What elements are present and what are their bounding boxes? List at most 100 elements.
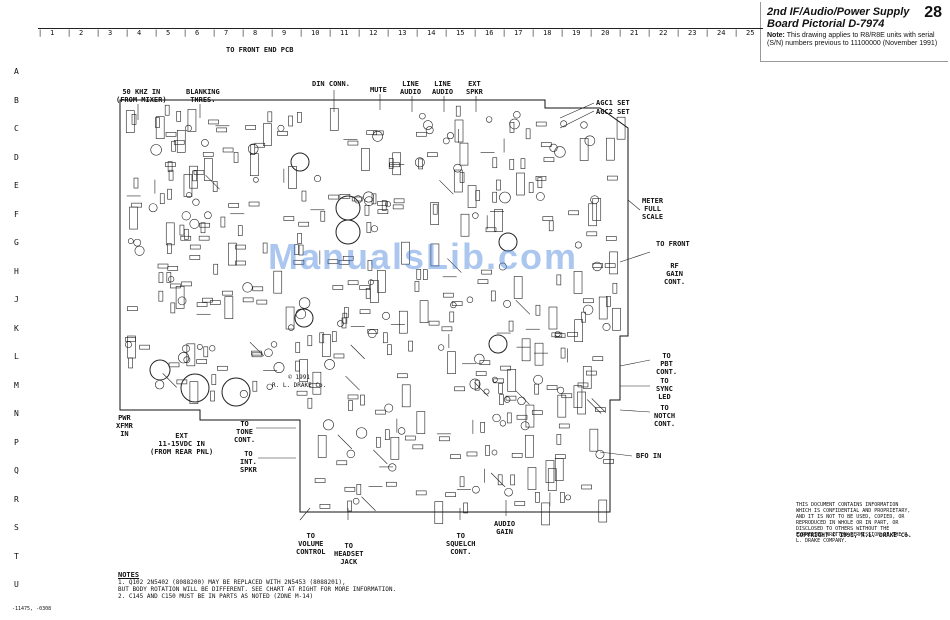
resistor [202,297,213,303]
capacitor [384,201,391,208]
capacitor [185,124,192,132]
capacitor [498,262,507,271]
column-label: 22 [659,29,668,37]
resistor [167,243,172,254]
resistor [228,203,239,208]
label-squelch: TO SQUELCH CONT. [446,532,476,556]
capacitor [298,297,311,309]
note-2: 2. C145 AND C150 MUST BE IN PARTS AS NOT… [118,593,314,600]
resistor [170,283,181,289]
capacitor [499,420,506,427]
label-line-audio-2: LINE AUDIO [432,80,454,96]
capacitor [322,419,334,431]
resistor [432,203,438,215]
resistor [383,332,388,344]
column-tick: | [125,29,130,37]
capacitor [192,198,200,206]
resistor [256,299,268,305]
resistor [166,272,172,283]
resistor [157,263,169,269]
column-label: 16 [485,29,494,37]
resistor [496,179,501,191]
resistor [176,111,182,122]
resistor [328,194,339,200]
capacitor [287,324,295,331]
resistor [535,176,547,181]
capacitor [474,353,485,365]
ic-package [361,148,370,171]
column-tick: | [183,29,188,37]
leader-line [299,507,311,521]
resistor [554,333,566,338]
ic-package [285,306,295,330]
resistor [405,435,416,441]
resistor [393,198,405,204]
label-sync-led: TO SYNC LED [656,377,673,401]
resistor [341,317,347,329]
resistor [561,393,573,399]
resistor [338,259,350,265]
ic-package [399,310,408,334]
resistor [583,298,594,304]
resistor [220,216,226,228]
resistor [235,260,246,266]
column-label: 18 [543,29,552,37]
column-tick: | [357,29,362,37]
capacitor [491,449,498,456]
capacitor [503,299,512,308]
resistor [481,269,492,275]
row-label: P [14,437,19,447]
resistor [592,263,604,268]
ic-package [430,243,440,267]
row-label: Q [14,466,19,475]
applicability-note: Note: This drawing applies to R8/R8E uni… [767,32,942,48]
label-pwr-xfmr: PWR XFMR IN [116,414,133,438]
resistor [233,152,239,163]
column-label: 11 [340,29,349,37]
ic-package [507,369,517,392]
column-tick: | [676,29,681,37]
resistor [560,347,566,359]
capacitor [314,175,322,183]
capacitor [204,211,212,220]
trace [373,449,388,465]
board-copyright: © 1991 R. L. DRAKE Co. [272,374,327,389]
resistor [213,263,219,275]
ic-package [612,307,621,331]
resistor [463,502,468,514]
leader-line [559,110,595,129]
capacitor [602,322,611,331]
label-ext-spkr: EXT SPKR [466,80,483,96]
capacitor [181,211,191,221]
ic-package [390,436,400,460]
resistor [295,360,300,372]
resistor [387,344,392,356]
capacitor [324,359,335,370]
capacitor [367,329,377,338]
ic-package [579,138,589,161]
trace [162,373,177,388]
resistor [551,332,563,338]
capacitor [189,218,200,229]
resistor [165,132,177,137]
capacitor [133,238,142,247]
notes-block: NOTES 1. Q102 2N5402 (8088200) MAY BE RE… [118,572,396,601]
resistor [347,500,352,512]
resistor [245,125,256,130]
trace [350,344,365,360]
row-label: A [14,67,19,76]
copyright-line: COPYRIGHT © 1991, R.L. DRAKE Co. [796,532,912,539]
resistor [423,269,428,280]
resistor [309,383,321,388]
resistor [475,190,481,201]
ic-package [606,137,615,161]
label-line-audio-1: LINE AUDIO [400,80,422,96]
resistor [250,144,256,155]
trace [345,375,360,391]
resistor [377,201,388,206]
resistor [242,297,254,303]
resistor [167,188,172,200]
resistor [198,235,210,241]
label-notch: TO NOTCH CONT. [654,404,676,428]
